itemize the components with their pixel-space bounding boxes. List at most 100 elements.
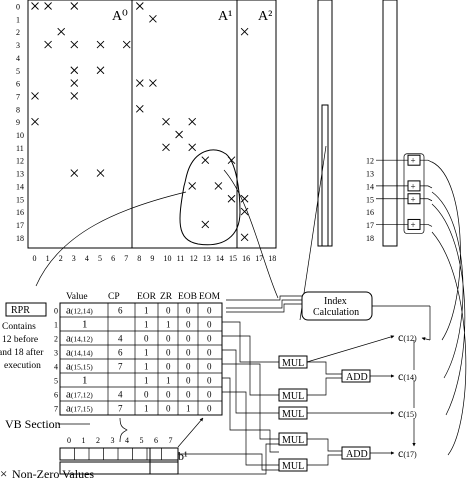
b-index-label: 0 [67,436,71,445]
col-label: 15 [229,254,237,263]
table-cell-eom: 0 [207,376,212,386]
rpr-block: RPR Contains 12 before and 18 after exec… [0,302,47,371]
table-cell-eom: 0 [207,306,212,316]
mul-unit-4-label: MUL [282,435,304,446]
strip-to-b-line [299,145,327,321]
table-cell-cp: 4 [118,334,123,344]
row-label: 8 [16,105,20,114]
col-label: 14 [216,254,224,263]
adder-row-label: 14 [366,182,374,191]
table-cell-eor: 1 [144,306,149,316]
table-cell-eor: 1 [144,348,149,358]
rpr-note-line-2: 12 before [2,334,38,345]
col-label: 0 [33,254,37,263]
out-c17: c(17) [398,446,417,460]
col-label: 6 [111,254,115,263]
table-cell-eob: 0 [186,390,191,400]
index-calc-line-1: Index [324,296,347,307]
add-unit-1-label: ADD [346,372,368,383]
table-header: CP [108,292,120,302]
table-cell-cp: 6 [118,306,123,316]
table-cell-eor: 1 [144,404,149,414]
table-header: EOM [199,292,221,302]
adder-row-label: 15 [366,195,374,204]
row-label: 7 [16,92,20,101]
rpr-note-line-1: Contains [2,322,36,332]
nonzero-mark [31,117,39,126]
adder-symbol: + [411,220,416,230]
adder-output [420,198,433,202]
mul-unit-5-label: MUL [282,461,304,472]
col-label: 16 [242,254,250,263]
table-cell-eob: 1 [186,404,191,414]
legend-symbol: × [0,466,7,480]
col-label: 8 [137,254,141,263]
adder-symbol: + [411,156,416,166]
nonzero-mark [70,79,79,87]
table-row-index: 4 [54,363,58,372]
table-cell-eor: 0 [144,390,149,400]
out-wire-c12 [306,335,395,363]
table-cell-zr: 0 [166,390,171,400]
col-label: 7 [124,254,128,263]
table-cell-eob: 0 [186,376,191,386]
nonzero-mark [214,182,223,190]
nonzero-mark [122,40,131,49]
col-label: 2 [59,254,63,263]
adder-column: ++++ [376,153,433,234]
col-label: 5 [98,254,102,263]
b-index-label: 1 [82,436,86,445]
nonzero-mark [135,2,144,10]
adder-output [420,224,433,227]
table-row-index: 6 [54,391,58,400]
adder-row-label: 12 [366,157,374,166]
col-label: 11 [177,254,185,263]
nonzero-mark [57,27,66,36]
out-c14: c(14) [398,369,417,383]
block-label-a0: A⁰ [112,9,128,24]
mul-to-add-wires [307,361,342,466]
out-c15: c(15) [398,406,417,420]
rpr-note-line-3: and 18 after [0,347,44,358]
rpr-note-line-4: execution [4,361,41,371]
legend-label: Non-Zero Values [12,467,94,480]
nonzero-mark [162,143,170,152]
b-index-label: 6 [154,436,158,445]
col-label: 4 [85,254,89,263]
callout-curve-right [223,169,279,299]
index-calc-inputs [226,295,302,313]
table-row-index: 2 [54,335,58,344]
table-cell-eom: 0 [207,334,212,344]
b-vector-label: b¹ [178,449,188,463]
table-cell-eob: 0 [186,362,191,372]
nonzero-mark [70,66,79,75]
col-label: 10 [164,254,172,263]
add-unit-2-label: ADD [346,449,368,460]
table-cell-value: 1 [82,375,88,387]
table-cell-zr: 0 [166,334,171,344]
table-cell-zr: 0 [166,348,171,358]
table-row-index: 7 [54,405,58,414]
nonzero-mark [201,220,210,229]
nonzero-mark [70,169,79,177]
b-index-label: 3 [111,436,115,445]
row-label: 18 [16,234,24,243]
b-index-label: 2 [96,436,100,445]
table-cell-value: a(14,12) [66,333,93,345]
row-label: 6 [16,80,20,89]
legend: × Non-Zero Values [0,466,94,480]
table-cell-eor: 1 [144,376,149,386]
b-pointer-arrow [177,417,204,448]
table-row-index: 0 [54,307,58,316]
nonzero-mark [31,92,39,100]
table-row-index: 3 [54,349,58,358]
nonzero-mark [135,104,144,113]
nonzero-mark [44,40,52,49]
col-label: 17 [255,254,263,263]
nonzero-mark [188,143,197,152]
nonzero-mark [240,207,249,216]
